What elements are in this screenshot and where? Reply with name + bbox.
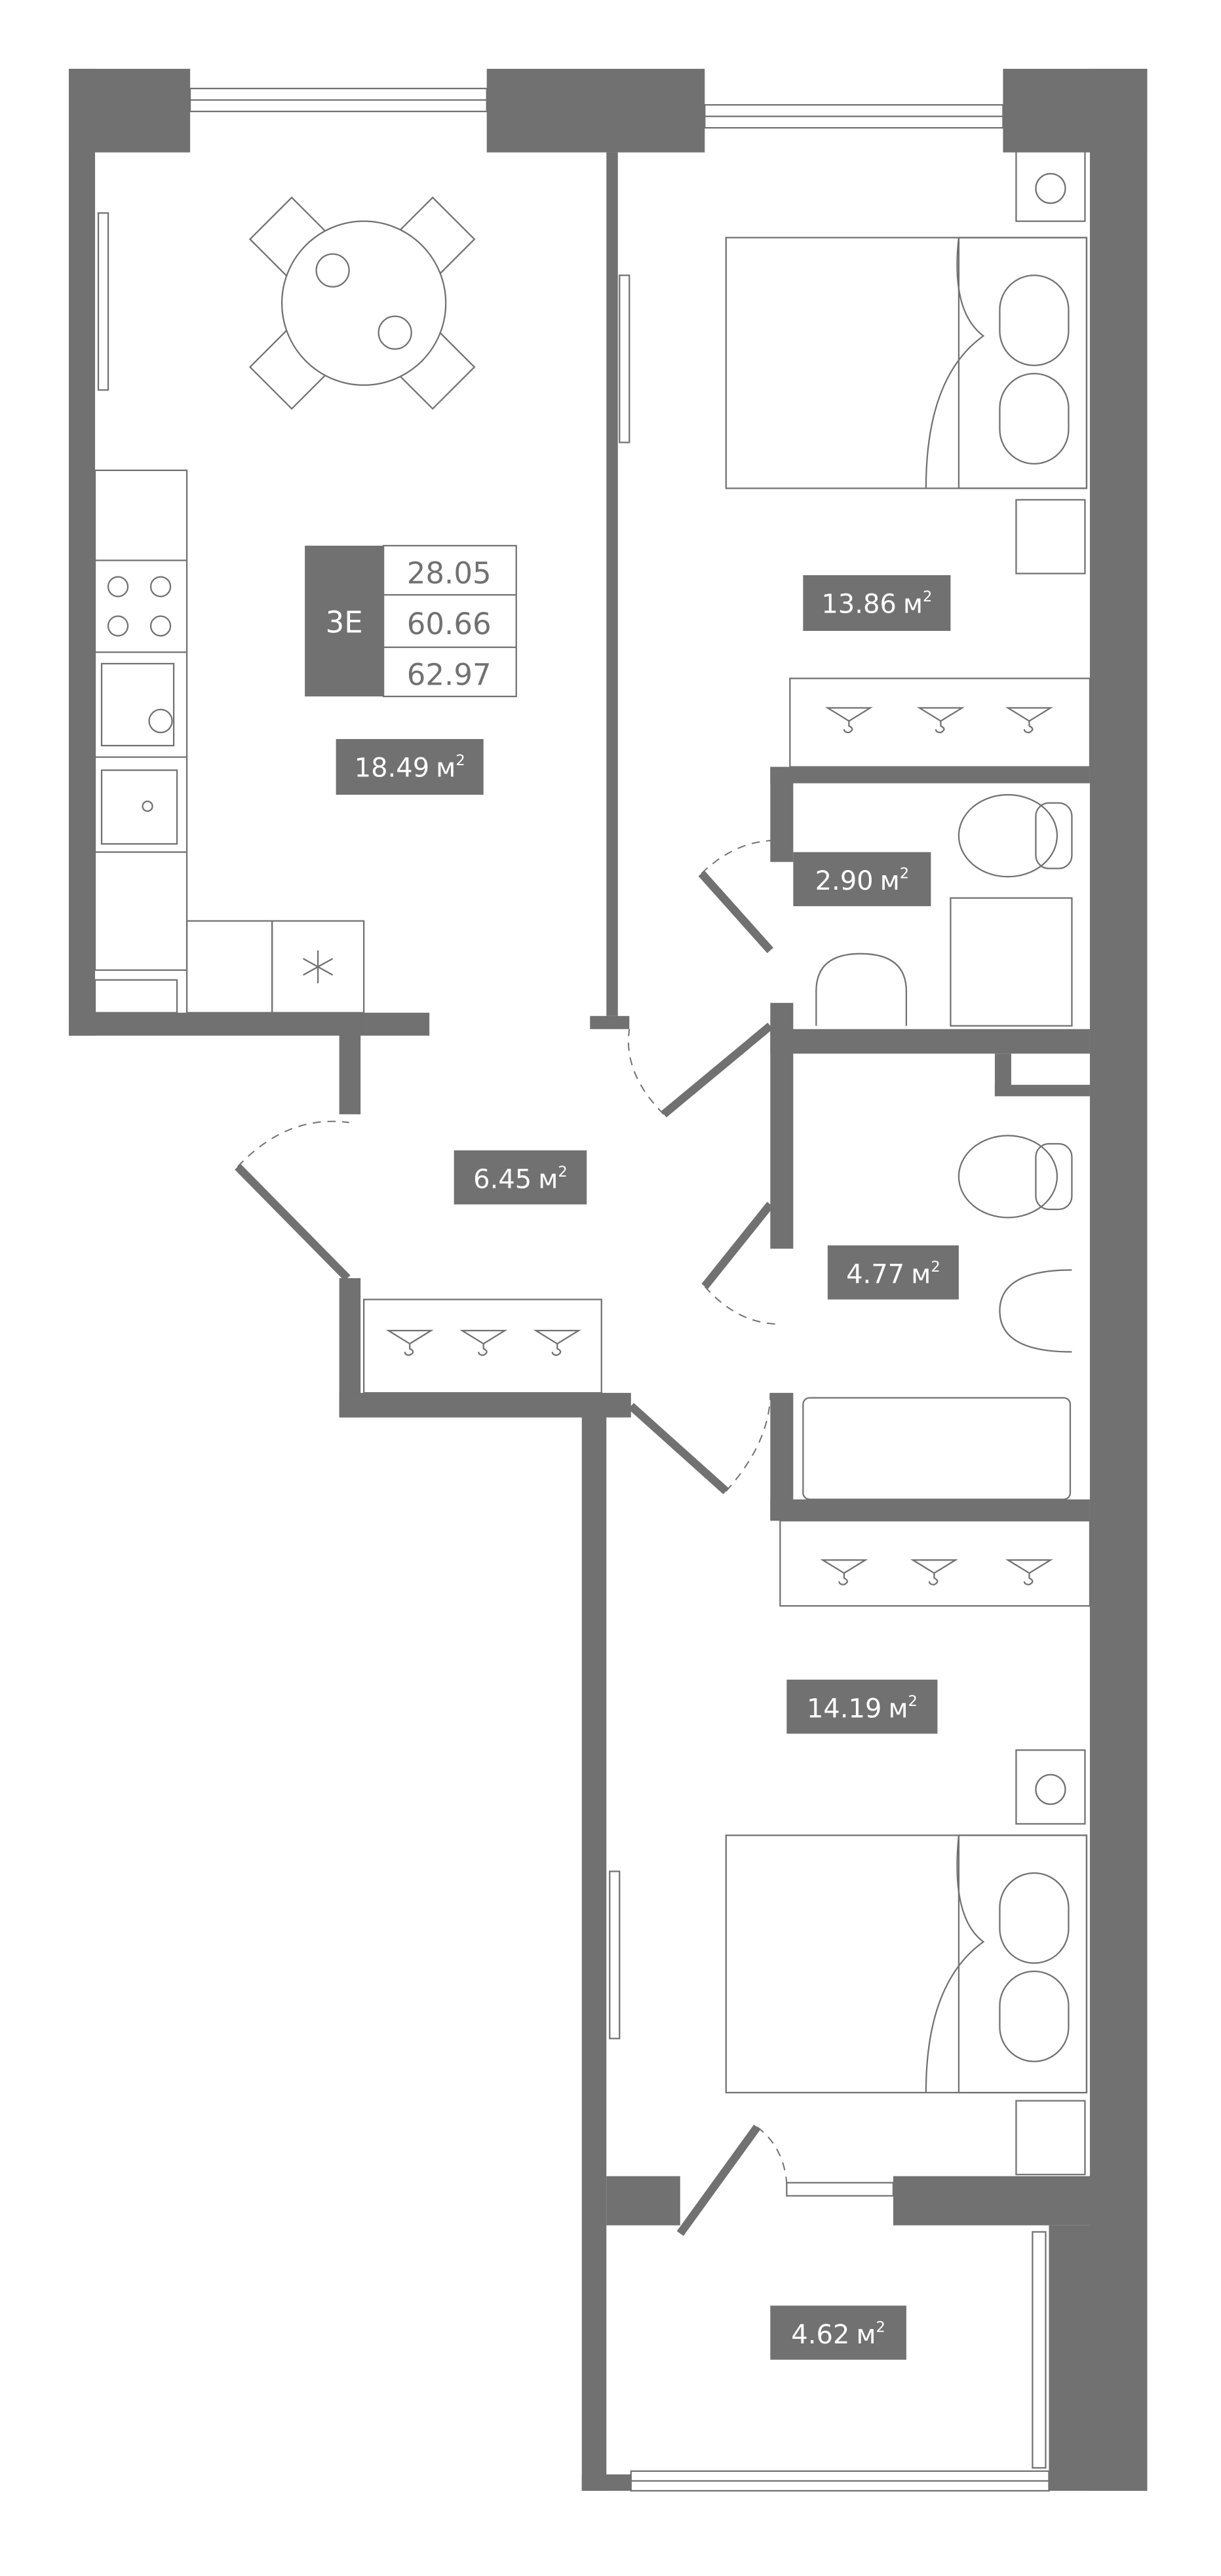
hanger-icon [535,1329,579,1356]
hanger-icon [912,1559,957,1585]
total-area-with-balcony: 62.97 [407,658,492,692]
hanger-icon [822,1559,866,1585]
hanger-icon [1007,707,1052,734]
hanger-icon [826,707,871,734]
living-area: 28.05 [407,556,492,590]
bathroom-fixtures [802,793,1073,1500]
doors [235,840,788,2236]
windows [97,87,1050,2492]
hanger-icon [387,1329,432,1356]
unit-code: 3E [326,605,363,639]
walls [69,69,1148,2491]
hanger-icon [461,1329,506,1356]
kitchen-furniture [94,196,476,1013]
hanger-icon [1007,1559,1052,1585]
unit-info-box: 3E 28.05 60.66 62.97 [305,544,517,698]
hanger-icon [918,707,963,734]
total-area: 60.66 [407,607,492,641]
snowflake-icon [303,950,334,983]
bedroom-furniture [363,146,1091,2176]
